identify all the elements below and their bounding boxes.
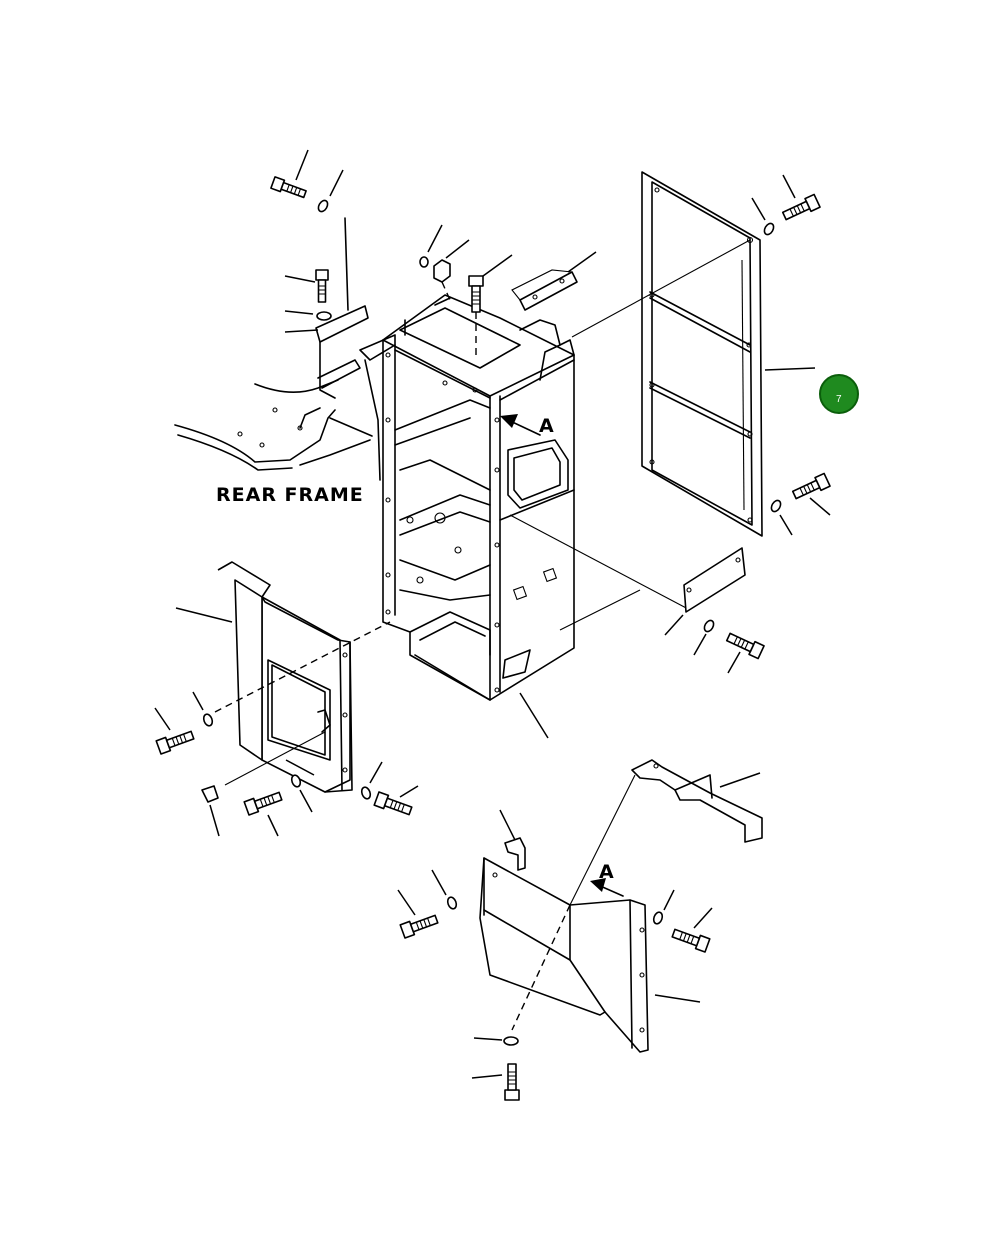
small-cover-plate bbox=[683, 547, 746, 613]
leader-5 bbox=[284, 329, 319, 333]
grille-assembly-line-top bbox=[571, 239, 751, 338]
bolt-top-right bbox=[781, 193, 821, 221]
washer-9 bbox=[360, 786, 372, 800]
leader-32 bbox=[654, 994, 701, 1003]
bolt-lower-cover-right bbox=[671, 928, 711, 953]
leader-4 bbox=[284, 310, 314, 315]
leader-26 bbox=[519, 692, 549, 739]
bolt-top-left bbox=[270, 176, 307, 199]
washer-11 bbox=[652, 911, 664, 925]
bolt-vertical-center bbox=[468, 275, 484, 313]
leader-13 bbox=[779, 514, 793, 536]
leader-2 bbox=[329, 169, 344, 197]
leader-25 bbox=[399, 785, 419, 798]
top-left-bracket bbox=[315, 217, 369, 399]
bolt-right-mid bbox=[791, 472, 831, 500]
bolt-lower-mid bbox=[373, 791, 413, 816]
rear-frame-label: REAR FRAME bbox=[216, 484, 364, 506]
right-grille-panel bbox=[641, 171, 763, 537]
washer-2 bbox=[316, 311, 332, 321]
leader-24 bbox=[369, 761, 383, 784]
leader-22 bbox=[299, 789, 313, 813]
lower-bracket-leader bbox=[719, 772, 761, 788]
screw-small bbox=[201, 785, 219, 803]
left-side-cover bbox=[217, 561, 353, 793]
cover-plate-line bbox=[559, 589, 641, 631]
rear-frame-body bbox=[174, 379, 373, 471]
leader-6 bbox=[427, 224, 443, 253]
washer-4 bbox=[763, 222, 775, 236]
bolt-bottom bbox=[504, 1063, 520, 1101]
upper-bracket-plate bbox=[511, 269, 578, 311]
leader-18 bbox=[192, 691, 204, 711]
leader-34 bbox=[471, 1074, 503, 1079]
nut-1 bbox=[433, 259, 451, 283]
leader-23 bbox=[285, 759, 315, 776]
leader-1 bbox=[295, 149, 309, 181]
washer-8 bbox=[290, 774, 302, 788]
leader-29 bbox=[431, 869, 447, 896]
leader-10 bbox=[782, 174, 796, 199]
view-arrow-a-bottom bbox=[590, 878, 624, 897]
lower-right-bracket bbox=[631, 759, 763, 843]
callout-badge-7[interactable]: 7 bbox=[819, 374, 859, 414]
nut-line bbox=[441, 281, 451, 301]
leader-15 bbox=[664, 614, 684, 636]
bolt-cover-plate bbox=[725, 632, 765, 660]
lower-cover-assembly-line bbox=[511, 904, 571, 1031]
washer-5 bbox=[770, 499, 782, 513]
left-cover-bolt-line bbox=[224, 731, 326, 786]
callout-number[interactable]: 7 bbox=[836, 394, 842, 405]
view-arrow-a-top bbox=[500, 414, 541, 436]
leader-21 bbox=[267, 814, 279, 837]
main-column-frame bbox=[359, 294, 575, 701]
lower-cover bbox=[479, 857, 649, 1053]
leader-33 bbox=[473, 1037, 503, 1041]
leader-7 bbox=[445, 239, 470, 259]
leader-31 bbox=[693, 907, 713, 929]
view-a-label-top: A bbox=[539, 415, 554, 437]
washer-6 bbox=[703, 619, 715, 633]
washer-12 bbox=[503, 1036, 519, 1046]
washer-1 bbox=[317, 199, 329, 213]
small-clip bbox=[504, 837, 526, 871]
leader-3 bbox=[284, 275, 316, 283]
washer-7 bbox=[202, 713, 214, 727]
bolt-left-cover bbox=[155, 730, 195, 755]
bolt-lower-left bbox=[243, 791, 283, 816]
grille-assembly-line-bottom bbox=[509, 514, 691, 611]
leader-9 bbox=[567, 251, 597, 273]
grille-leader bbox=[764, 367, 816, 371]
leader-11 bbox=[751, 197, 766, 221]
lower-bracket-line bbox=[569, 774, 636, 906]
leader-19 bbox=[175, 607, 233, 623]
washer-10 bbox=[446, 896, 458, 910]
left-cover-assembly-line bbox=[214, 621, 391, 713]
leader-17 bbox=[154, 707, 171, 731]
leader-12 bbox=[809, 497, 831, 516]
view-a-label-bottom: A bbox=[599, 861, 614, 883]
callout-circle[interactable] bbox=[819, 374, 859, 414]
leader-20 bbox=[209, 804, 220, 837]
leader-27 bbox=[499, 809, 516, 841]
bolt-vertical-left bbox=[315, 269, 329, 303]
washer-3 bbox=[419, 256, 429, 268]
leader-16 bbox=[727, 651, 741, 674]
leader-28 bbox=[397, 889, 416, 916]
leader-8 bbox=[482, 254, 513, 277]
bolt-lower-cover-left bbox=[399, 914, 439, 939]
leader-14 bbox=[693, 633, 707, 656]
leader-30 bbox=[663, 889, 675, 911]
